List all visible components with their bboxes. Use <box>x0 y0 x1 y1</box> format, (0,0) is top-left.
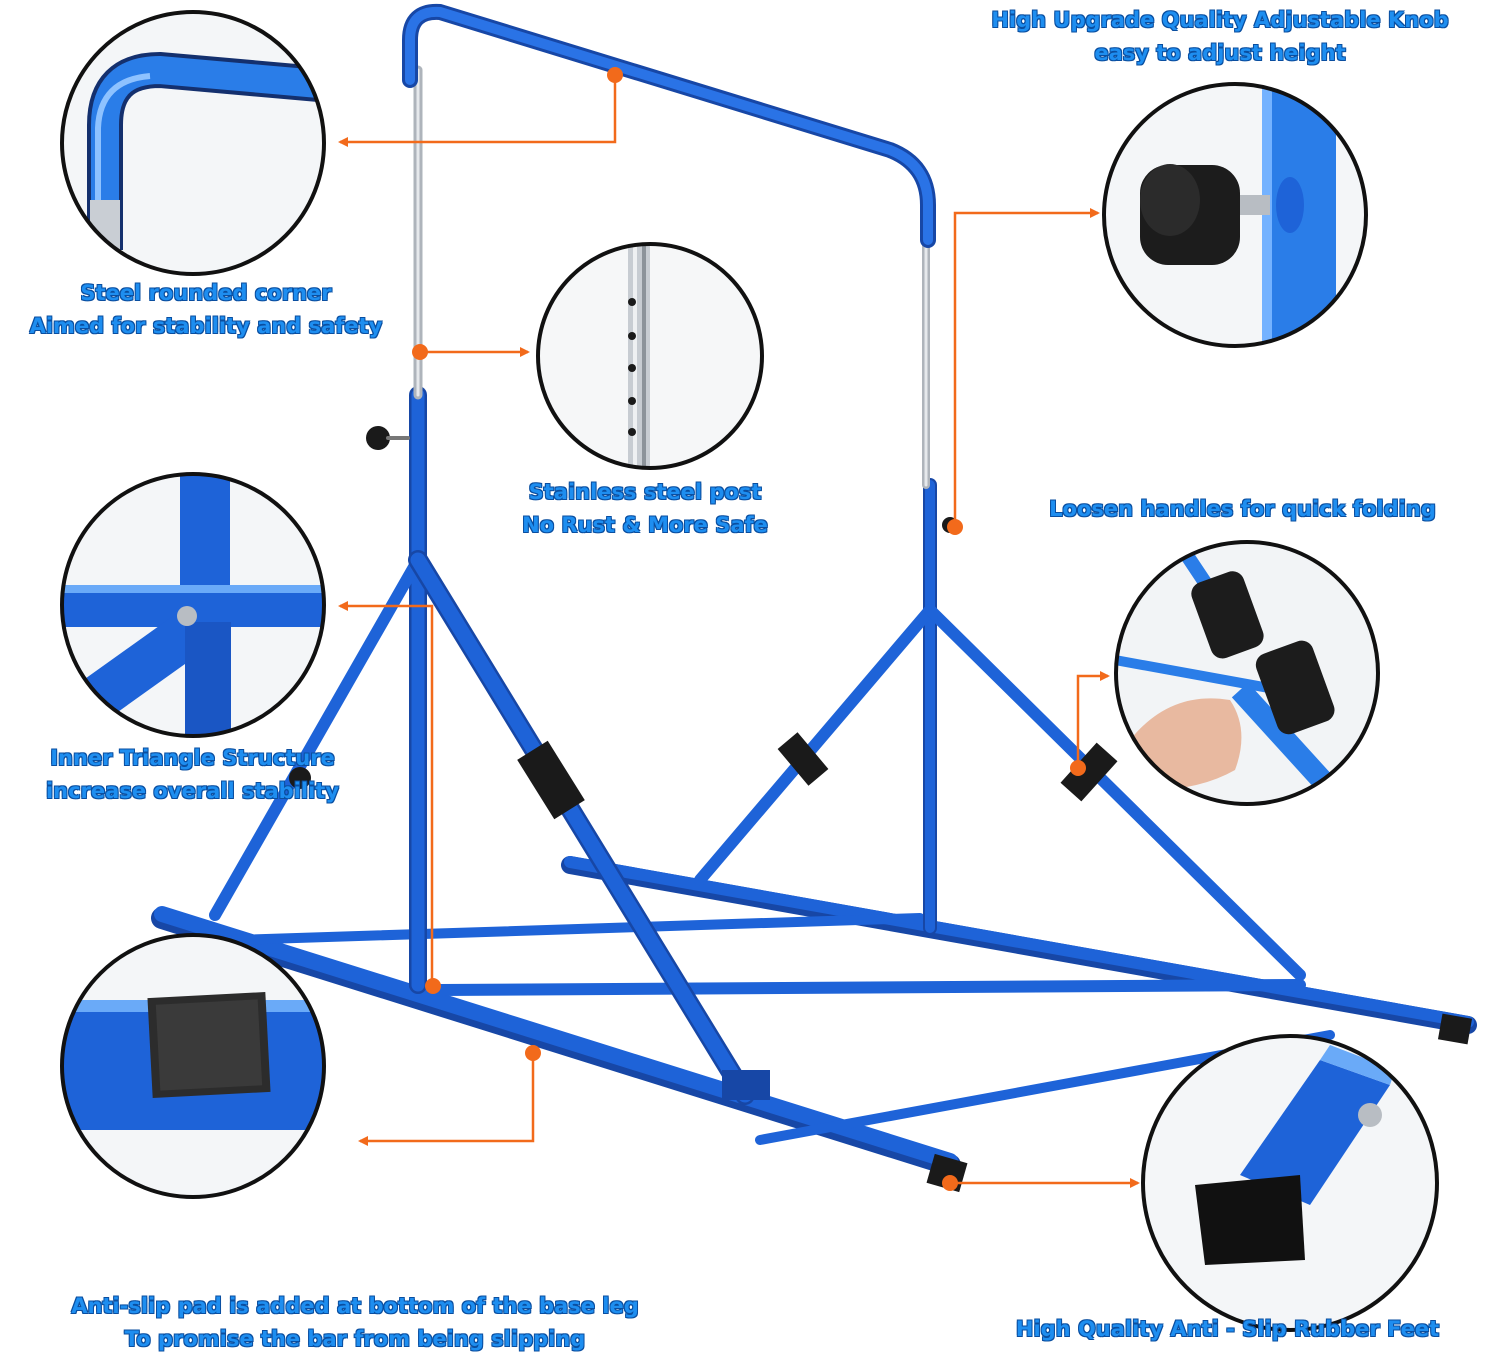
pad-callout-label: Anti-slip pad is added at bottom of the … <box>15 1290 695 1356</box>
base-cross-bar-middle <box>434 979 1306 996</box>
callout-anchor-dots <box>412 67 1086 1191</box>
base-cross-bar-back <box>230 913 925 945</box>
rounded-corner-detail-icon <box>60 10 326 276</box>
triangle-callout-line1: Inner Triangle Structure <box>50 746 335 770</box>
folding-handle-detail-icon <box>1114 540 1380 806</box>
pad-callout-line1: Anti-slip pad is added at bottom of the … <box>71 1294 639 1318</box>
connector-corner <box>338 77 617 147</box>
adjust-knob <box>366 426 390 450</box>
steel-post-detail-icon <box>536 242 764 470</box>
folding-hinge <box>517 740 585 820</box>
connector-folding <box>1076 671 1110 768</box>
feet-callout-label: High Quality Anti - Slip Rubber Feet <box>975 1313 1480 1346</box>
post-callout-line2: No Rust & More Safe <box>522 513 768 537</box>
connector-pad <box>358 1053 535 1146</box>
connector-knob <box>953 208 1100 527</box>
gymnastics-bar-frame <box>151 3 1477 1193</box>
post-callout-line1: Stainless steel post <box>528 480 762 504</box>
triangle-joint-detail-icon <box>60 472 326 738</box>
rubber-foot <box>1437 1013 1473 1045</box>
knob-callout-line2: easy to adjust height <box>1094 41 1346 65</box>
triangle-callout-line2: increase overall stability <box>45 779 340 803</box>
base-bracket <box>722 1070 770 1100</box>
anti-slip-pad-detail-icon <box>60 933 326 1199</box>
triangle-callout-label: Inner Triangle Structure increase overal… <box>10 742 375 808</box>
post-callout-label: Stainless steel post No Rust & More Safe <box>490 476 800 542</box>
knob-callout-label: High Upgrade Quality Adjustable Knob eas… <box>960 4 1480 70</box>
top-bar <box>402 3 936 248</box>
folding-hinge <box>1060 742 1118 802</box>
connector-triangle <box>338 601 434 985</box>
brace <box>209 554 424 921</box>
corner-callout-label: Steel rounded corner Aimed for stability… <box>0 277 412 343</box>
corner-callout-line1: Steel rounded corner <box>80 281 332 305</box>
folding-hinge <box>777 732 829 786</box>
knob-callout-line1: High Upgrade Quality Adjustable Knob <box>991 8 1449 32</box>
feet-callout-line1: High Quality Anti - Slip Rubber Feet <box>1015 1317 1440 1341</box>
folding-callout-label: Loosen handles for quick folding <box>1005 493 1480 526</box>
adjust-knob <box>289 767 311 789</box>
adjustable-knob-detail-icon <box>1102 82 1368 348</box>
callout-connectors <box>338 77 1140 1188</box>
brace <box>924 604 1306 981</box>
brace <box>694 604 936 886</box>
pad-callout-line2: To promise the bar from being slipping <box>124 1327 586 1351</box>
corner-callout-line2: Aimed for stability and safety <box>29 314 383 338</box>
rubber-foot-detail-icon <box>1141 1034 1439 1332</box>
folding-callout-line1: Loosen handles for quick folding <box>1049 497 1436 521</box>
